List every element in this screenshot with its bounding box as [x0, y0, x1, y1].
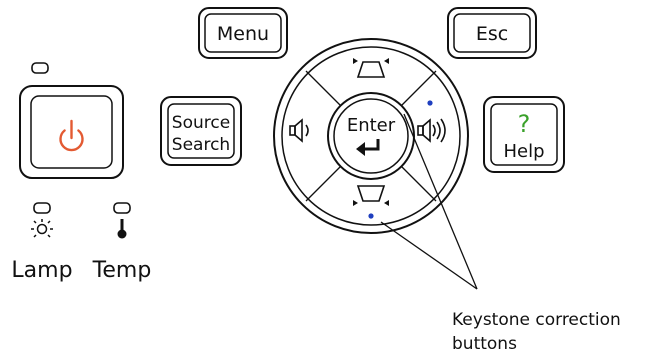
- lamp-icon: [31, 219, 53, 238]
- volume-up-button[interactable]: [417, 100, 446, 143]
- keystone-down-button[interactable]: [353, 185, 389, 219]
- lamp-indicator: Lamp: [11, 202, 73, 283]
- enter-button[interactable]: Enter: [327, 92, 415, 180]
- speaker-icon: [289, 118, 309, 143]
- keystone-top-icon: [353, 58, 389, 78]
- power-button[interactable]: [19, 85, 124, 179]
- volume-down-button[interactable]: [289, 118, 309, 143]
- source-search-label-line2: Search: [172, 135, 230, 155]
- keystone-callout-line1: Keystone correction: [452, 310, 621, 330]
- esc-button-label: Esc: [476, 23, 508, 45]
- volume-up-dot: [427, 100, 433, 106]
- keystone-callout-line2: buttons: [452, 334, 517, 354]
- enter-arrow-icon: [356, 139, 380, 156]
- keystone-up-button[interactable]: [353, 58, 389, 78]
- lamp-label: Lamp: [11, 258, 72, 283]
- temp-indicator: Temp: [92, 202, 152, 283]
- source-search-label-line1: Source: [172, 113, 230, 133]
- enter-button-label: Enter: [347, 115, 396, 136]
- power-icon: [59, 119, 84, 152]
- speaker-waves-icon: [417, 118, 446, 143]
- source-search-button[interactable]: Source Search: [160, 96, 242, 166]
- esc-button[interactable]: Esc: [447, 7, 537, 59]
- help-button[interactable]: ? Help: [483, 96, 565, 173]
- thermometer-icon: [117, 219, 127, 239]
- keystone-bottom-icon: [353, 185, 389, 206]
- keystone-down-dot: [368, 213, 374, 219]
- power-indicator-led: [31, 62, 49, 74]
- directional-pad: [273, 38, 469, 234]
- keystone-callout-lines: [380, 113, 478, 290]
- temp-label: Temp: [92, 258, 152, 283]
- menu-button[interactable]: Menu: [198, 7, 288, 59]
- menu-button-label: Menu: [217, 23, 269, 45]
- help-button-label: Help: [503, 141, 544, 162]
- help-question-icon: ?: [518, 110, 531, 138]
